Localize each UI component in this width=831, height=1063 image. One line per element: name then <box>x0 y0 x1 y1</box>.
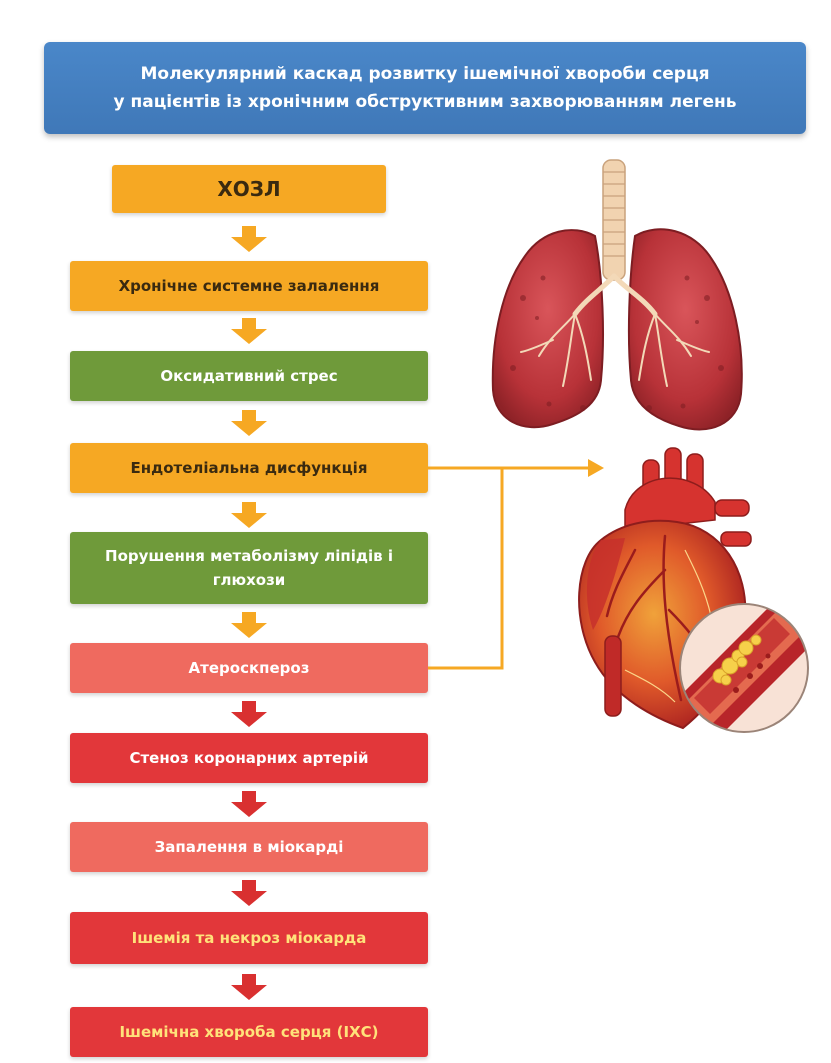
down-arrow-icon <box>229 791 269 817</box>
step-oxidative-stress: Оксидативний стрес <box>70 351 428 401</box>
artery-plaque-icon <box>676 600 812 736</box>
step-endothelial-dysfunction: Ендотеліальна дисфункція <box>70 443 428 493</box>
step-ihd: Ішемічна хвороба серця (ІХС) <box>70 1007 428 1057</box>
down-arrow-icon <box>229 612 269 638</box>
step-ischemia-necrosis: Ішемія та некроз міокарда <box>70 912 428 964</box>
step-coronary-stenosis: Стеноз коронарних артерій <box>70 733 428 783</box>
down-arrow-icon <box>229 502 269 528</box>
down-arrow-icon <box>229 226 269 252</box>
down-arrow-icon <box>229 410 269 436</box>
down-arrow-icon <box>229 701 269 727</box>
title-banner: Молекулярний каскад розвитку ішемічної х… <box>44 42 806 134</box>
title-line-1: Молекулярний каскад розвитку ішемічної х… <box>141 60 710 88</box>
down-arrow-icon <box>229 318 269 344</box>
step-atherosclerosis: Атероскпероз <box>70 643 428 693</box>
step-systemic-inflammation: Хронічне системне залалення <box>70 261 428 311</box>
lungs-icon <box>483 158 753 440</box>
step-myocardial-inflammation: Запалення в міокарді <box>70 822 428 872</box>
title-line-2: у пацієнтів із хронічним обструктивним з… <box>113 88 736 116</box>
down-arrow-icon <box>229 974 269 1000</box>
down-arrow-icon <box>229 880 269 906</box>
step-metabolism-disorder: Порушення метаболізму ліпідів і глюхози <box>70 532 428 604</box>
step-copd: ХОЗЛ <box>112 165 386 213</box>
